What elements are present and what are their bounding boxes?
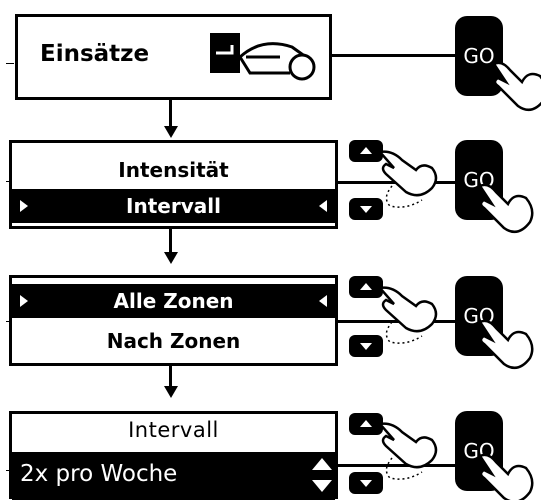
down-button[interactable] xyxy=(349,198,383,220)
left-tick xyxy=(6,63,14,64)
flow-line xyxy=(169,229,172,253)
right-arrow-icon xyxy=(20,295,28,307)
display-zones-menu: Alle Zonen Nach Zonen xyxy=(9,275,338,366)
display-mode-menu: Intensität Intervall xyxy=(9,140,338,229)
hand-pointer-icon xyxy=(377,422,438,480)
connector-line xyxy=(332,54,456,57)
interval-value: 2x pro Woche xyxy=(20,461,178,487)
down-arrow-icon xyxy=(360,343,372,350)
flow-arrow-icon xyxy=(164,252,178,264)
display-intervall: Intervall 2x pro Woche xyxy=(9,411,338,500)
up-arrow-icon xyxy=(360,147,372,154)
flow-line xyxy=(169,366,172,388)
up-arrow-icon xyxy=(360,283,372,290)
flow-line xyxy=(169,100,172,128)
hand-pointer-icon xyxy=(377,286,438,344)
hand-pointer-icon xyxy=(377,150,438,208)
menu-item-label: Intensität xyxy=(118,158,229,182)
connector-line xyxy=(338,464,456,467)
up-button[interactable] xyxy=(349,413,383,435)
menu-item-intensitaet[interactable]: Intensität xyxy=(12,153,335,187)
flow-arrow-icon xyxy=(164,386,178,398)
label-einsaetze: Einsätze xyxy=(40,41,150,67)
menu-item-intervall-selected[interactable]: Intervall xyxy=(12,189,335,223)
value-selector[interactable]: 2x pro Woche xyxy=(12,452,335,500)
menu-item-label: Intervall xyxy=(126,194,221,218)
menu-item-alle-zonen-selected[interactable]: Alle Zonen xyxy=(12,284,335,318)
menu-item-label: Nach Zonen xyxy=(106,329,241,353)
go-label: GO xyxy=(463,44,495,68)
right-arrow-icon xyxy=(20,200,28,212)
hand-pointer-icon xyxy=(478,183,534,234)
up-arrow-icon xyxy=(360,420,372,427)
left-arrow-icon xyxy=(319,200,327,212)
mower-icon xyxy=(210,33,316,81)
up-button[interactable] xyxy=(349,276,383,298)
go-button[interactable]: GO xyxy=(455,276,503,356)
up-down-icon xyxy=(312,458,332,492)
display-title: Intervall xyxy=(128,418,219,442)
down-button[interactable] xyxy=(349,335,383,357)
down-button[interactable] xyxy=(349,472,383,494)
down-arrow-icon xyxy=(360,480,372,487)
flow-arrow-icon xyxy=(164,126,178,138)
up-button[interactable] xyxy=(349,140,383,162)
menu-item-nach-zonen[interactable]: Nach Zonen xyxy=(12,324,335,358)
hand-pointer-icon xyxy=(492,61,541,112)
hand-pointer-icon xyxy=(478,319,534,370)
down-arrow-icon xyxy=(360,206,372,213)
left-arrow-icon xyxy=(319,295,327,307)
menu-item-label: Alle Zonen xyxy=(113,289,234,313)
hand-pointer-icon xyxy=(478,453,534,500)
display-einsaetze: Einsätze xyxy=(15,14,332,100)
